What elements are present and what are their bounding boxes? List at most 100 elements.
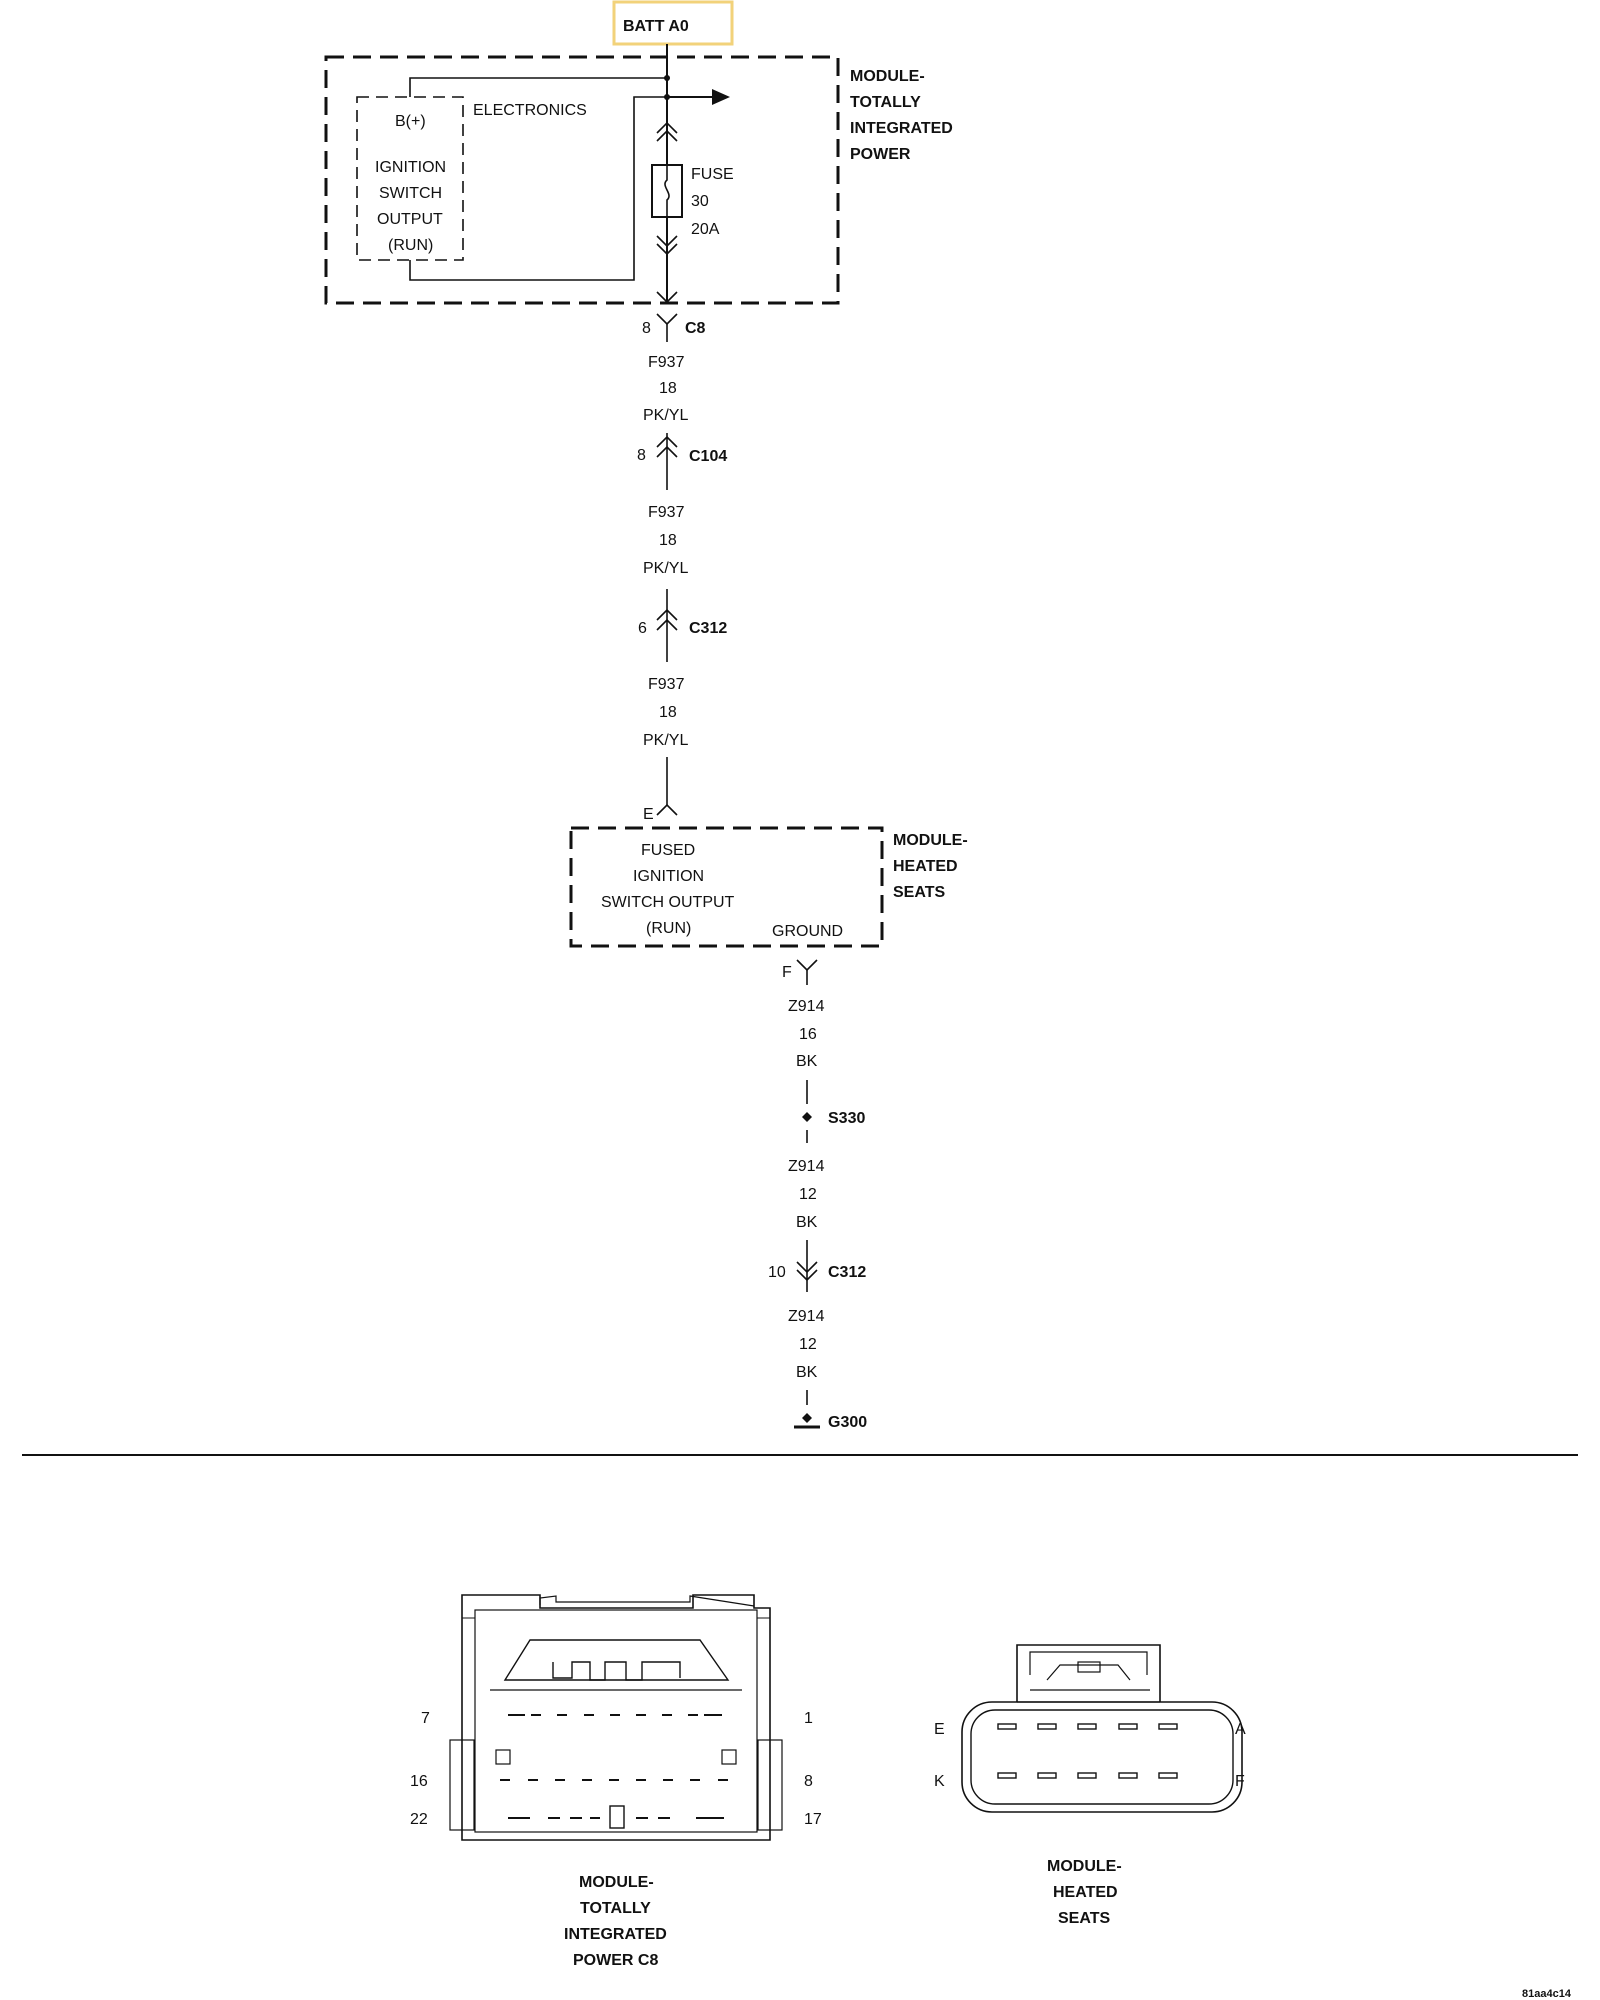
- c312b-pin: 10: [768, 1264, 786, 1281]
- svg-text:Z914: Z914: [788, 1158, 825, 1175]
- svg-text:BK: BK: [796, 1214, 818, 1231]
- hs-pin-k: K: [934, 1773, 945, 1790]
- hs-f-pin: F: [782, 964, 792, 981]
- wire-4-label: Z914 16 BK: [788, 998, 825, 1070]
- svg-text:SWITCH: SWITCH: [379, 185, 442, 202]
- svg-text:IGNITION: IGNITION: [375, 159, 446, 176]
- svg-text:Z914: Z914: [788, 1308, 825, 1325]
- svg-text:18: 18: [659, 380, 677, 397]
- c104-pin: 8: [637, 447, 646, 464]
- svg-text:30: 30: [691, 193, 709, 210]
- g300-name: G300: [828, 1414, 867, 1431]
- tip-pin-16: 16: [410, 1773, 428, 1790]
- tip-module-border: [324, 55, 840, 305]
- svg-text:HEATED: HEATED: [893, 858, 958, 875]
- c312b-name: C312: [828, 1264, 866, 1281]
- c312a-chevron-1: [656, 608, 678, 621]
- wire-1-label: F937 18 PK/YL: [643, 354, 688, 424]
- electronics-box: [356, 96, 464, 261]
- fuse-chevron-2: [656, 129, 678, 142]
- svg-text:PK/YL: PK/YL: [643, 732, 688, 749]
- svg-text:SEATS: SEATS: [893, 884, 945, 901]
- svg-text:Z914: Z914: [788, 998, 825, 1015]
- tip-pin-7: 7: [421, 1710, 430, 1727]
- s330-splice-icon: [802, 1112, 812, 1122]
- c312b-chevron-1: [796, 1261, 818, 1274]
- tip-connector-label: MODULE- TOTALLY INTEGRATED POWER C8: [564, 1874, 667, 1969]
- svg-text:POWER C8: POWER C8: [573, 1952, 658, 1969]
- wire-6-label: Z914 12 BK: [788, 1308, 825, 1381]
- c312a-connector-icon: [656, 618, 678, 631]
- fuse-chevron-1: [656, 121, 678, 134]
- tip-exit-chevron: [656, 291, 678, 304]
- ign-output-wire: [409, 96, 667, 281]
- tip-connector-view: [449, 1594, 783, 1841]
- tip-pin-8: 8: [804, 1773, 813, 1790]
- svg-text:(RUN): (RUN): [646, 920, 691, 937]
- tip-pin-1: 1: [804, 1710, 813, 1727]
- document-id: 81aa4c14: [1522, 1988, 1572, 2000]
- batt-label: BATT A0: [623, 18, 689, 35]
- c104-chevron-1: [656, 435, 678, 448]
- tip-pin-22: 22: [410, 1811, 428, 1828]
- wire-3-label: F937 18 PK/YL: [643, 676, 688, 749]
- b-plus-label: B(+): [395, 113, 426, 130]
- svg-text:F937: F937: [648, 504, 685, 521]
- svg-text:INTEGRATED: INTEGRATED: [850, 120, 953, 137]
- svg-text:12: 12: [799, 1186, 817, 1203]
- svg-text:18: 18: [659, 532, 677, 549]
- batt-box: [612, 0, 734, 46]
- electronics-label: ELECTRONICS: [473, 102, 587, 119]
- svg-text:MODULE-: MODULE-: [850, 68, 925, 85]
- g300-node: [802, 1413, 812, 1423]
- svg-text:MODULE-: MODULE-: [579, 1874, 654, 1891]
- output-arrow: [712, 89, 730, 105]
- tip-module-name: MODULE- TOTALLY INTEGRATED POWER: [850, 68, 953, 163]
- svg-text:PK/YL: PK/YL: [643, 407, 688, 424]
- c312b-connector-icon: [796, 1269, 818, 1282]
- svg-text:FUSED: FUSED: [641, 842, 695, 859]
- hs-e-pin: E: [643, 806, 654, 823]
- c8-name: C8: [685, 320, 706, 337]
- hs-e-connector-icon: [656, 803, 678, 816]
- s330-name: S330: [828, 1110, 865, 1127]
- hs-fused-ign-label: FUSED IGNITION SWITCH OUTPUT (RUN): [601, 842, 735, 937]
- b-plus-wire: [409, 77, 667, 97]
- svg-text:16: 16: [799, 1026, 817, 1043]
- hs-module-name: MODULE- HEATED SEATS: [893, 832, 968, 901]
- svg-text:POWER: POWER: [850, 146, 911, 163]
- hs-connector-view: [961, 1644, 1243, 1813]
- hs-pin-a: A: [1235, 1721, 1246, 1738]
- c312a-pin: 6: [638, 620, 647, 637]
- hs-ground-label: GROUND: [772, 923, 843, 940]
- wire-5-label: Z914 12 BK: [788, 1158, 825, 1231]
- svg-text:HEATED: HEATED: [1053, 1884, 1118, 1901]
- svg-text:SEATS: SEATS: [1058, 1910, 1110, 1927]
- svg-text:SWITCH OUTPUT: SWITCH OUTPUT: [601, 894, 735, 911]
- svg-text:12: 12: [799, 1336, 817, 1353]
- svg-text:INTEGRATED: INTEGRATED: [564, 1926, 667, 1943]
- svg-text:FUSE: FUSE: [691, 166, 734, 183]
- c104-connector-icon: [656, 445, 678, 458]
- hs-pin-f: F: [1235, 1773, 1245, 1790]
- hs-pin-e: E: [934, 1721, 945, 1738]
- fuse-label: FUSE 30 20A: [691, 166, 734, 238]
- svg-text:BK: BK: [796, 1053, 818, 1070]
- tip-pin-17: 17: [804, 1811, 822, 1828]
- fuse-element: [664, 165, 670, 217]
- svg-text:TOTALLY: TOTALLY: [580, 1900, 651, 1917]
- svg-text:MODULE-: MODULE-: [1047, 1858, 1122, 1875]
- svg-text:(RUN): (RUN): [388, 237, 433, 254]
- hs-f-connector-icon: [796, 959, 818, 972]
- svg-text:PK/YL: PK/YL: [643, 560, 688, 577]
- hs-module-border: [569, 826, 884, 948]
- c104-name: C104: [689, 448, 727, 465]
- svg-text:MODULE-: MODULE-: [893, 832, 968, 849]
- svg-text:20A: 20A: [691, 221, 720, 238]
- fuse-chevron-3: [656, 235, 678, 248]
- svg-text:F937: F937: [648, 676, 685, 693]
- svg-text:TOTALLY: TOTALLY: [850, 94, 921, 111]
- svg-text:F937: F937: [648, 354, 685, 371]
- fuse-chevron-4: [656, 243, 678, 256]
